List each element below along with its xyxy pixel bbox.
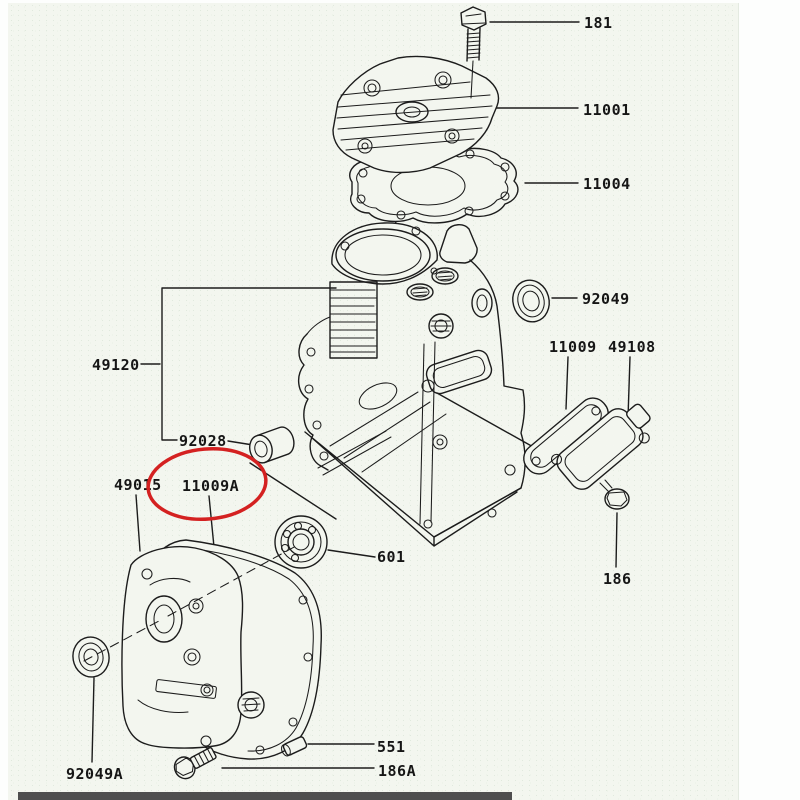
leader-92028 [227, 440, 254, 446]
dowel-pin-551-drawing [280, 736, 308, 757]
cylinder-bore [335, 228, 431, 282]
crankcase-49120-drawing [297, 222, 526, 547]
cylinder-fins [329, 281, 378, 359]
footer-scan-bar [18, 792, 512, 800]
part-label-92028: 92028 [179, 432, 227, 450]
cover-center-boss [145, 595, 183, 643]
leader-11009 [565, 356, 569, 410]
case-interior-lines [317, 341, 447, 525]
bolt-threads [466, 32, 481, 59]
leader-11009A [208, 495, 215, 548]
crank-axis-line [83, 545, 297, 662]
bushing-92028-drawing [249, 426, 295, 464]
breather-window [425, 349, 493, 395]
cylinder-head-11001-drawing [332, 55, 500, 174]
bracket-49120 [161, 287, 337, 441]
deck-threaded-holes [406, 267, 459, 301]
drain-bolt-186A-drawing [173, 747, 217, 780]
part-label-11009A: 11009A [182, 477, 239, 495]
breather-bolt-186-drawing [599, 479, 630, 510]
part-label-186: 186 [603, 570, 632, 588]
part-label-551: 551 [377, 738, 406, 756]
leader-186 [615, 512, 618, 568]
cover-rib [155, 679, 217, 699]
part-label-92049: 92049 [582, 290, 630, 308]
crankcase-cover-49015-drawing [121, 545, 265, 749]
head-bolt-181-drawing [460, 6, 487, 99]
part-label-11001: 11001 [583, 101, 631, 119]
head-fins [336, 81, 493, 151]
part-label-49015: 49015 [114, 476, 162, 494]
part-label-11009: 11009 [549, 338, 597, 356]
part-label-186A: 186A [378, 762, 416, 780]
leader-601 [327, 549, 376, 558]
part-label-181: 181 [584, 14, 613, 32]
bearing-balls [280, 521, 317, 563]
highlight-ellipse-11009A [146, 447, 268, 521]
part-label-49108: 49108 [608, 338, 656, 356]
part-label-601: 601 [377, 548, 406, 566]
part-label-11004: 11004 [583, 175, 631, 193]
leader-49015 [135, 494, 141, 552]
part-label-49120: 49120 [92, 356, 140, 374]
leader-49108 [627, 356, 631, 419]
ball-bearing-601-drawing [274, 515, 328, 569]
leader-92049A [91, 677, 95, 763]
part-label-92049A: 92049A [66, 765, 123, 783]
breather-cover-49108-drawing [550, 403, 651, 490]
oil-seal-92049-drawing [512, 279, 550, 323]
